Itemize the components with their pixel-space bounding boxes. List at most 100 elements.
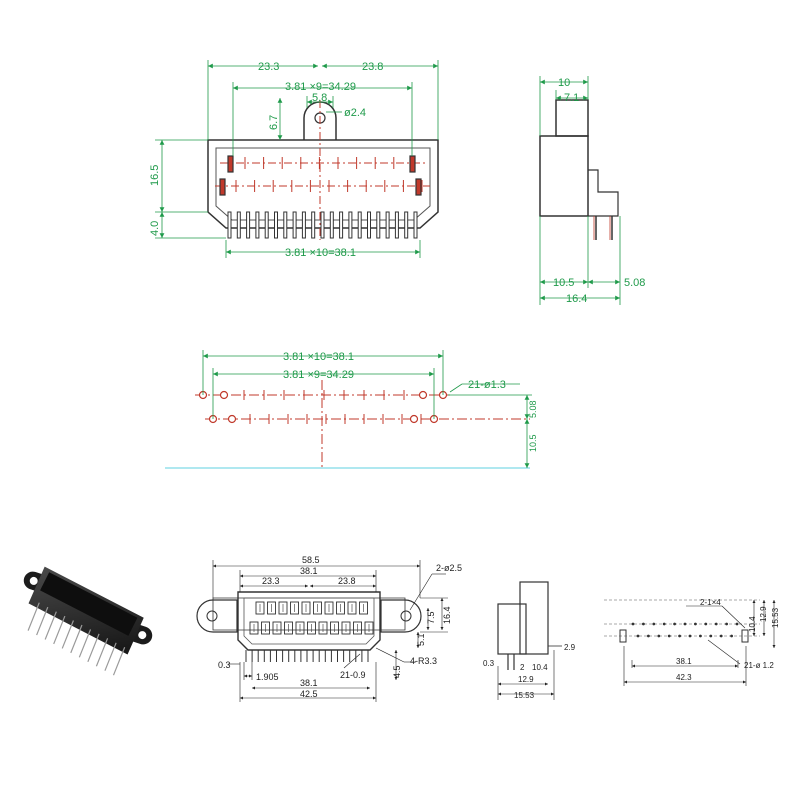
dim-footprint-holes: 21-ø1.3 bbox=[468, 379, 506, 391]
dim-pin-length-small: 4.5 bbox=[392, 665, 402, 678]
pin bbox=[274, 211, 278, 239]
pin bbox=[394, 211, 399, 239]
hole bbox=[688, 634, 692, 638]
pin bbox=[255, 211, 260, 239]
contact-cell bbox=[336, 601, 345, 615]
contact-cell bbox=[353, 621, 362, 635]
pin bbox=[348, 211, 353, 239]
hole bbox=[219, 390, 229, 400]
dim-tab-hole: ø2.4 bbox=[344, 107, 366, 119]
hole bbox=[667, 634, 671, 638]
pin bbox=[264, 211, 269, 239]
photo-pin bbox=[70, 624, 83, 654]
mount-flange-left bbox=[196, 599, 238, 633]
hole bbox=[673, 622, 676, 626]
dim-pin-pitch-small: 1.905 bbox=[256, 672, 279, 682]
footprint-holes bbox=[198, 390, 448, 424]
hole bbox=[227, 414, 237, 424]
hole bbox=[662, 622, 666, 626]
hole bbox=[678, 634, 681, 638]
pin bbox=[236, 211, 241, 239]
dim-side-d: 12.9 bbox=[518, 675, 534, 684]
contact-cell bbox=[313, 601, 322, 615]
hole bbox=[642, 622, 645, 626]
bottom-footprint-holes bbox=[631, 622, 739, 638]
hole bbox=[719, 634, 723, 638]
hole bbox=[735, 622, 739, 626]
dim-edge-offset: 0.3 bbox=[218, 660, 231, 670]
hole bbox=[709, 634, 713, 638]
dim-height-1: 7.5 bbox=[426, 611, 436, 624]
dim-fp-v3: 15.53 bbox=[771, 607, 780, 628]
contact-cell bbox=[307, 621, 316, 635]
hole bbox=[725, 622, 728, 626]
contact-cell bbox=[301, 601, 311, 615]
pin bbox=[311, 211, 316, 239]
dim-left-section: 23.3 bbox=[262, 576, 280, 586]
pin bbox=[292, 211, 297, 239]
hole bbox=[409, 414, 419, 424]
dim-side-a: 2 bbox=[520, 663, 525, 672]
dim-side-depth-b: 5.08 bbox=[624, 277, 645, 289]
bottom-footprint-view: 2-1×4 10.4 12.9 15.53 38.1 42.3 21-ø 1.2 bbox=[604, 598, 780, 686]
pin bbox=[283, 211, 288, 239]
bottom-body-outline bbox=[237, 591, 381, 651]
dim-left-half: 23.3 bbox=[258, 61, 279, 73]
contact-cell bbox=[318, 621, 328, 635]
dim-fp-v1: 10.4 bbox=[748, 616, 757, 632]
dim-corner-radius: 4-R3.3 bbox=[410, 656, 437, 666]
dim-bottom-total: 42.5 bbox=[300, 689, 318, 699]
dim-fp-v2: 12.9 bbox=[759, 606, 768, 622]
photo-pin bbox=[78, 629, 92, 658]
hole bbox=[418, 390, 428, 400]
dim-side-depth-a: 10.5 bbox=[553, 277, 574, 289]
dim-mount-holes: 2-ø2.5 bbox=[436, 563, 462, 573]
photo-pin bbox=[44, 611, 57, 640]
photo-pin bbox=[104, 642, 117, 671]
contact-cell bbox=[284, 621, 293, 635]
dim-pin-length: 4.0 bbox=[149, 221, 161, 236]
pin bbox=[404, 211, 409, 239]
dim-pin-count: 21-0.9 bbox=[340, 670, 366, 680]
dim-height-2: 16.4 bbox=[442, 606, 452, 624]
contact-cell bbox=[267, 601, 276, 615]
hole bbox=[652, 622, 656, 626]
pin bbox=[246, 211, 251, 239]
dim-height-3: 5.1 bbox=[416, 633, 426, 646]
photo-pin bbox=[53, 615, 66, 645]
bottom-pins bbox=[245, 650, 369, 662]
side-body bbox=[539, 135, 589, 217]
dim-fp-total: 42.3 bbox=[676, 673, 692, 682]
dim-row-pitch: 3.81 ×9=34.29 bbox=[285, 81, 356, 93]
dim-side-e: 15.53 bbox=[514, 691, 535, 700]
contact-cell bbox=[347, 601, 357, 615]
photo-pin bbox=[36, 606, 49, 636]
photo-pin bbox=[112, 647, 126, 676]
dim-pin-pitch: 3.81 ×10=38.1 bbox=[285, 247, 356, 259]
hole bbox=[657, 634, 661, 638]
dim-body-height: 16.5 bbox=[149, 165, 161, 186]
dim-overall-width: 58.5 bbox=[302, 555, 320, 565]
photo-pin bbox=[95, 638, 109, 667]
dim-side-total: 16.4 bbox=[566, 293, 587, 305]
hole bbox=[730, 634, 733, 638]
bottom-front-view: 58.5 38.1 23.3 23.8 2-ø2.5 7.5 16.4 5.1 … bbox=[196, 555, 462, 702]
bottom-side-view: 0.3 2 10.4 2.9 12.9 15.53 bbox=[483, 581, 576, 700]
hole bbox=[714, 622, 718, 626]
contact-cell bbox=[290, 601, 299, 615]
dim-slots: 2-1×4 bbox=[700, 598, 721, 607]
contact-cell bbox=[255, 601, 265, 615]
hole bbox=[631, 622, 635, 626]
top-front-view: 23.3 23.8 3.81 ×9=34.29 5.8 ø2.4 6.7 16.… bbox=[149, 60, 439, 259]
contact-cell bbox=[295, 621, 305, 635]
pin bbox=[227, 211, 232, 239]
dim-right-section: 23.8 bbox=[338, 576, 356, 586]
dim-footprint-edge-offset: 10.5 bbox=[528, 434, 538, 452]
contact-cell bbox=[364, 621, 374, 635]
pin bbox=[320, 211, 325, 239]
hole bbox=[683, 622, 687, 626]
dim-footprint-row-offset: 5.08 bbox=[528, 400, 538, 418]
contact-cell bbox=[249, 621, 259, 635]
hole bbox=[699, 634, 702, 638]
pin bbox=[329, 211, 334, 239]
